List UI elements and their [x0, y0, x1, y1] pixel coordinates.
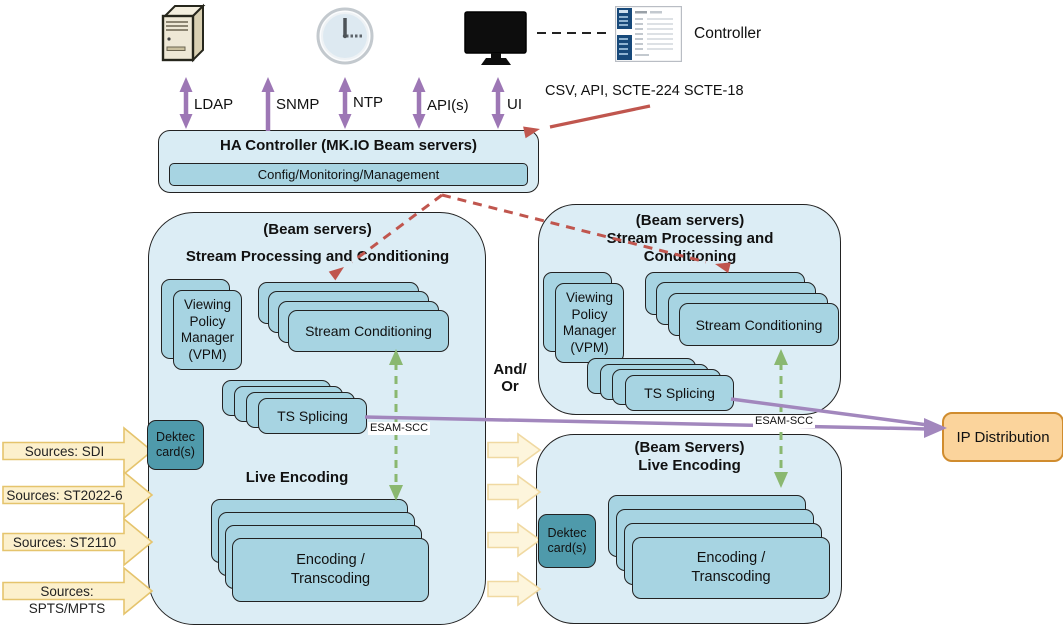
dektec-card-box-right: Dektec card(s) — [538, 514, 596, 568]
source-label-sdi: Sources: SDI — [24, 444, 105, 459]
ha-controller-title: HA Controller (MK.IO Beam servers) — [219, 137, 477, 154]
right-encoding-title: Live Encoding — [638, 457, 741, 474]
config-monitoring-management-box: Config/Monitoring/Management — [169, 163, 528, 186]
left-cluster-subtitle: (Beam servers) — [263, 221, 372, 238]
ts-splicing-box-right: TS Splicing — [625, 375, 734, 411]
protocol-label-ldap: LDAP — [194, 96, 234, 113]
controller-app-thumbnail — [614, 5, 683, 67]
monitor-icon — [464, 11, 528, 74]
controller-feed-label: CSV, API, SCTE-224 SCTE-18 — [545, 83, 744, 99]
right-encoding-subtitle: (Beam Servers) — [634, 439, 745, 456]
left-cluster-title: Stream Processing and Conditioning — [185, 248, 450, 265]
vpm-box-right: Viewing Policy Manager (VPM) — [555, 283, 624, 363]
ip-distribution-box: IP Distribution — [942, 412, 1063, 462]
ts-splicing-box-left: TS Splicing — [258, 398, 367, 434]
vpm-box-left: Viewing Policy Manager (VPM) — [173, 290, 242, 370]
esam-scc-label-right: ESAM-SCC — [753, 415, 816, 428]
source-label-st2110: Sources: ST2110 — [12, 535, 117, 550]
source-label-spts-mpts: Sources: SPTS/MPTS — [28, 584, 106, 616]
protocol-label-snmp: SNMP — [276, 96, 320, 113]
protocol-label-ntp: NTP — [353, 94, 383, 111]
and-or-label: And/ Or — [493, 361, 527, 395]
right-processing-subtitle: (Beam servers) — [635, 212, 745, 229]
right-processing-title: Stream Processing and Conditioning — [606, 230, 774, 265]
controller-label: Controller — [694, 25, 762, 42]
protocol-label-ui: UI — [507, 96, 522, 113]
source-label-st2022-6: Sources: ST2022-6 — [6, 488, 123, 503]
encoding-transcoding-box-right: Encoding / Transcoding — [632, 537, 830, 599]
stream-conditioning-box-right: Stream Conditioning — [679, 303, 839, 346]
dektec-card-box-left: Dektec card(s) — [147, 420, 204, 470]
ha-controller-box: HA Controller (MK.IO Beam servers) Confi… — [158, 130, 539, 193]
stream-conditioning-box-left: Stream Conditioning — [288, 310, 449, 352]
protocol-label-apis: API(s) — [427, 97, 469, 114]
encoding-transcoding-box-left: Encoding / Transcoding — [232, 538, 429, 602]
clock-icon — [315, 5, 377, 72]
esam-scc-label-left: ESAM-SCC — [368, 422, 431, 435]
server-icon — [158, 3, 212, 70]
live-encoding-title-left: Live Encoding — [245, 469, 349, 486]
